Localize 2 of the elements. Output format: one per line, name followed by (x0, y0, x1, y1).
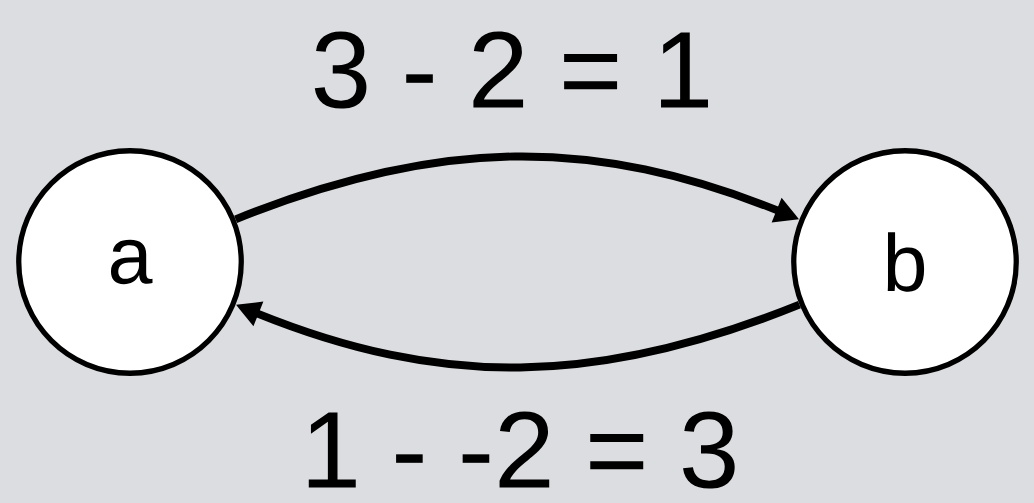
edge-label: 1 - -2 = 3 (308, 411, 735, 489)
edge-label: 3 - 2 = 1 (314, 31, 708, 109)
